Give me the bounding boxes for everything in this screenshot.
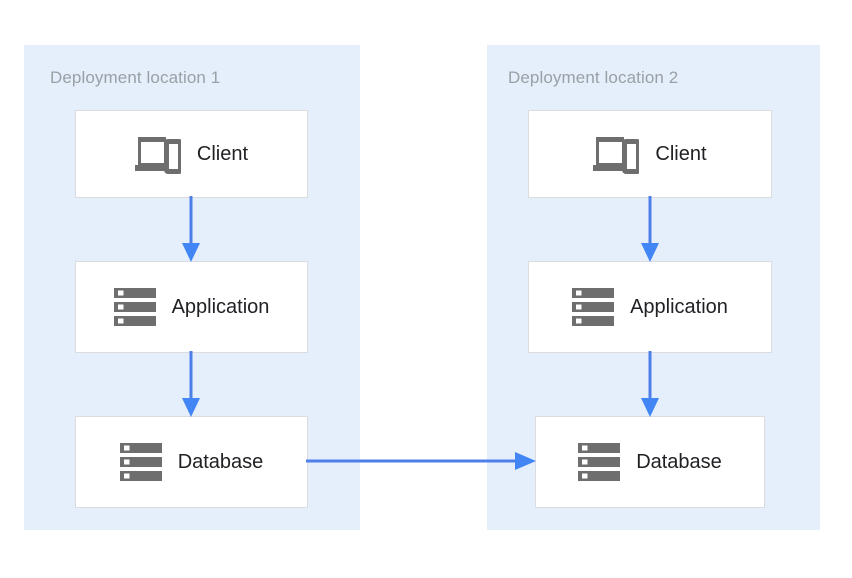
server-stack-icon <box>572 287 615 327</box>
node-application-2-label: Application <box>630 296 728 318</box>
node-database-1[interactable]: Database <box>75 416 308 508</box>
node-client-1-label: Client <box>196 143 249 165</box>
node-client-2[interactable]: Client <box>528 110 772 198</box>
node-client-2-label: Client <box>655 143 707 165</box>
server-stack-icon <box>119 442 162 482</box>
node-database-2[interactable]: Database <box>535 416 765 508</box>
deployment-location-1-label: Deployment location 1 <box>50 68 221 87</box>
node-application-1[interactable]: Application <box>75 261 308 353</box>
node-application-2[interactable]: Application <box>528 261 772 353</box>
node-client-1[interactable]: Client <box>75 110 308 198</box>
server-stack-icon <box>113 287 156 327</box>
deployment-location-2-label: Deployment location 2 <box>508 68 679 87</box>
client-devices-icon <box>134 134 183 174</box>
node-database-1-label: Database <box>177 451 264 473</box>
client-devices-icon <box>593 134 642 174</box>
node-application-1-label: Application <box>171 296 270 318</box>
server-stack-icon <box>578 442 621 482</box>
node-database-2-label: Database <box>636 451 722 473</box>
